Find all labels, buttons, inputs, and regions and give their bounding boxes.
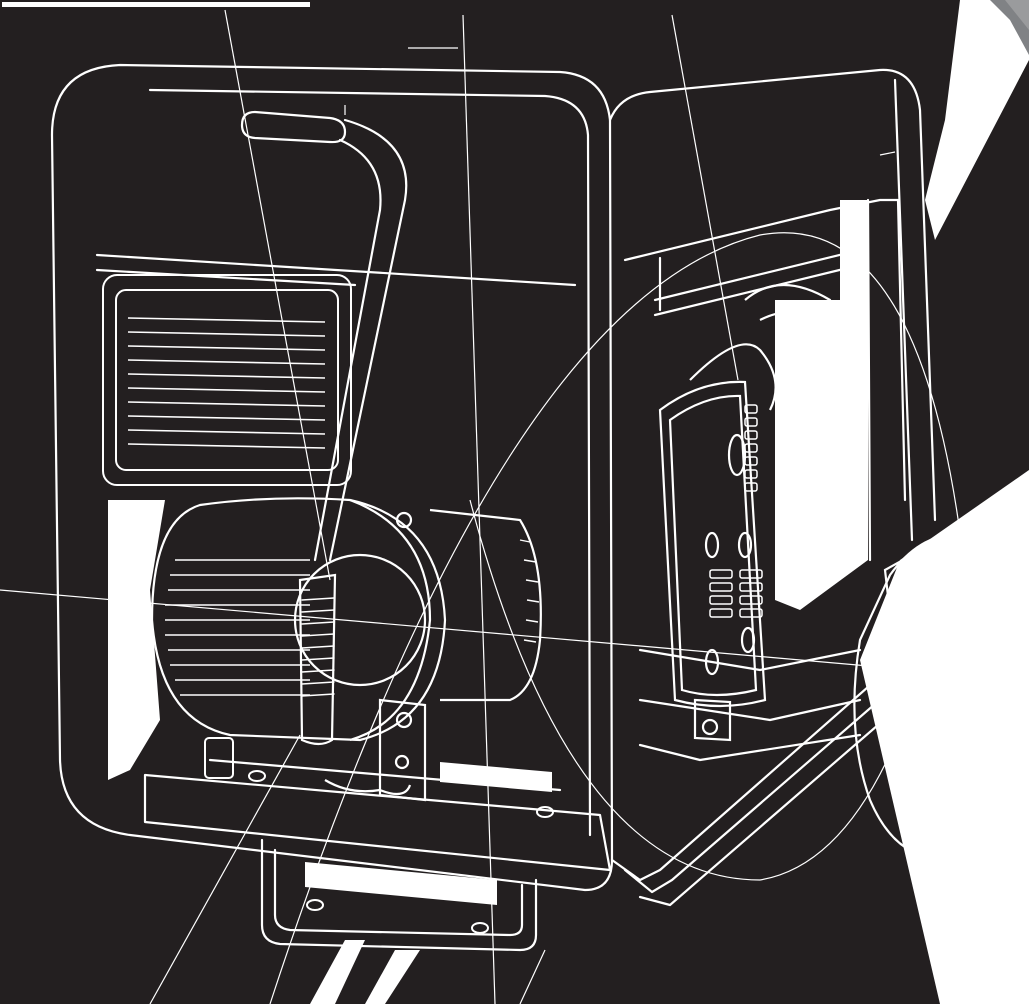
- grey-stripe-2: [1005, 0, 1029, 30]
- engine-mount: [693, 698, 732, 742]
- frame-lines: [50, 63, 937, 952]
- left-gap-panel: [108, 500, 165, 780]
- base-plate: [143, 773, 612, 872]
- handle-grip-ribs: [301, 597, 335, 697]
- engine-cover-port-2: [704, 531, 720, 559]
- mount-bolt-2: [395, 711, 413, 729]
- alternator-rear-ribs: [519, 539, 540, 643]
- handle-bar-inner: [313, 138, 382, 562]
- alternator-hub: [293, 553, 427, 687]
- callout-label-box: [0, 0, 312, 9]
- right-frame-tube-vertical-2: [893, 78, 914, 542]
- spark-wire: [689, 343, 777, 411]
- top-frame-bar: [653, 248, 862, 302]
- grey-accent: [990, 0, 1029, 55]
- label-plate-2: [305, 862, 497, 905]
- lift-handle: [240, 110, 408, 746]
- leader-line-3: [671, 14, 739, 381]
- handle-bar-outer: [328, 118, 408, 562]
- upper-vent-inner: [115, 289, 339, 471]
- wheel: [853, 533, 1027, 859]
- foot-bolt-3: [306, 899, 324, 911]
- leader-lines: [0, 9, 1029, 1004]
- wire-lead: [324, 779, 412, 796]
- engine-cover-port-3: [737, 531, 753, 559]
- terminal-box: [378, 698, 427, 802]
- left-end-cap-inner: [148, 88, 592, 837]
- engine-cover-port-5: [740, 626, 756, 654]
- wheel-tread-marks: [934, 544, 973, 661]
- label-plate-1: [440, 762, 552, 792]
- rail-3: [638, 733, 862, 762]
- handle-grip-top: [240, 110, 347, 144]
- rail-2: [638, 698, 862, 722]
- left-end-cap-outline: [50, 63, 614, 892]
- mount-bolt-3: [394, 754, 410, 770]
- engine-block: [744, 283, 841, 481]
- right-frame-tube-vertical: [866, 198, 872, 562]
- floor-wedge-upper-right: [925, 0, 1029, 240]
- lower-bracket: [260, 838, 538, 952]
- wheel-tread: [904, 546, 986, 561]
- upper-panel-line-2: [95, 268, 357, 287]
- right-frame-tube-inner: [623, 198, 907, 502]
- leader-line-5: [149, 734, 301, 1004]
- alternator-housing-rear: [429, 508, 542, 702]
- upper-vent-grille: [102, 274, 352, 486]
- upper-vent-outer: [102, 274, 352, 486]
- upper-panel-line: [95, 253, 577, 287]
- alternator-endbell: [349, 498, 432, 742]
- leader-curve-1: [269, 232, 976, 1004]
- top-frame-bar-2: [653, 263, 862, 317]
- front-frame-tube: [610, 648, 912, 882]
- foot-bolt-2: [536, 806, 554, 818]
- engine-cover-port-4: [704, 648, 720, 676]
- label-plates: [305, 762, 552, 905]
- leader-curve-2: [469, 499, 941, 881]
- leader-line-4: [0, 589, 1029, 681]
- background-shapes: [108, 0, 1029, 1004]
- floor-wedge-right: [860, 470, 1029, 1004]
- front-frame-tube-2: [623, 663, 922, 894]
- mount-bolt-1: [395, 511, 413, 529]
- engine-cover-slots: [709, 404, 763, 618]
- engine-cover-port-1: [727, 433, 747, 477]
- leader-line-8: [879, 151, 896, 156]
- right-frame-tube-outer: [608, 68, 937, 522]
- foot-bolt-4: [471, 922, 489, 934]
- leader-line-2: [462, 14, 496, 1004]
- engine-cover-inner: [668, 394, 758, 697]
- lower-bracket-inner: [273, 848, 524, 937]
- foot-pad-1: [204, 737, 234, 779]
- wheel-tire: [853, 533, 1027, 859]
- right-gap-panel: [775, 200, 868, 610]
- floor-strip-bottom: [310, 940, 365, 1004]
- alternator: [150, 497, 542, 802]
- upper-vent-slats: [127, 317, 326, 449]
- wheel-axle-cover: [883, 543, 962, 702]
- front-frame-tube-3: [638, 678, 932, 907]
- foot-bolt-1: [248, 770, 266, 782]
- alternator-body: [150, 497, 447, 742]
- engine-head: [759, 310, 826, 331]
- engine: [658, 283, 841, 742]
- foot-pads: [204, 737, 554, 934]
- alternator-fins: [165, 559, 310, 696]
- floor-strip-bottom-2: [365, 950, 420, 1004]
- leader-line-1: [224, 9, 331, 581]
- engine-mount-bolt: [701, 718, 719, 736]
- leader-line-9: [519, 949, 546, 1004]
